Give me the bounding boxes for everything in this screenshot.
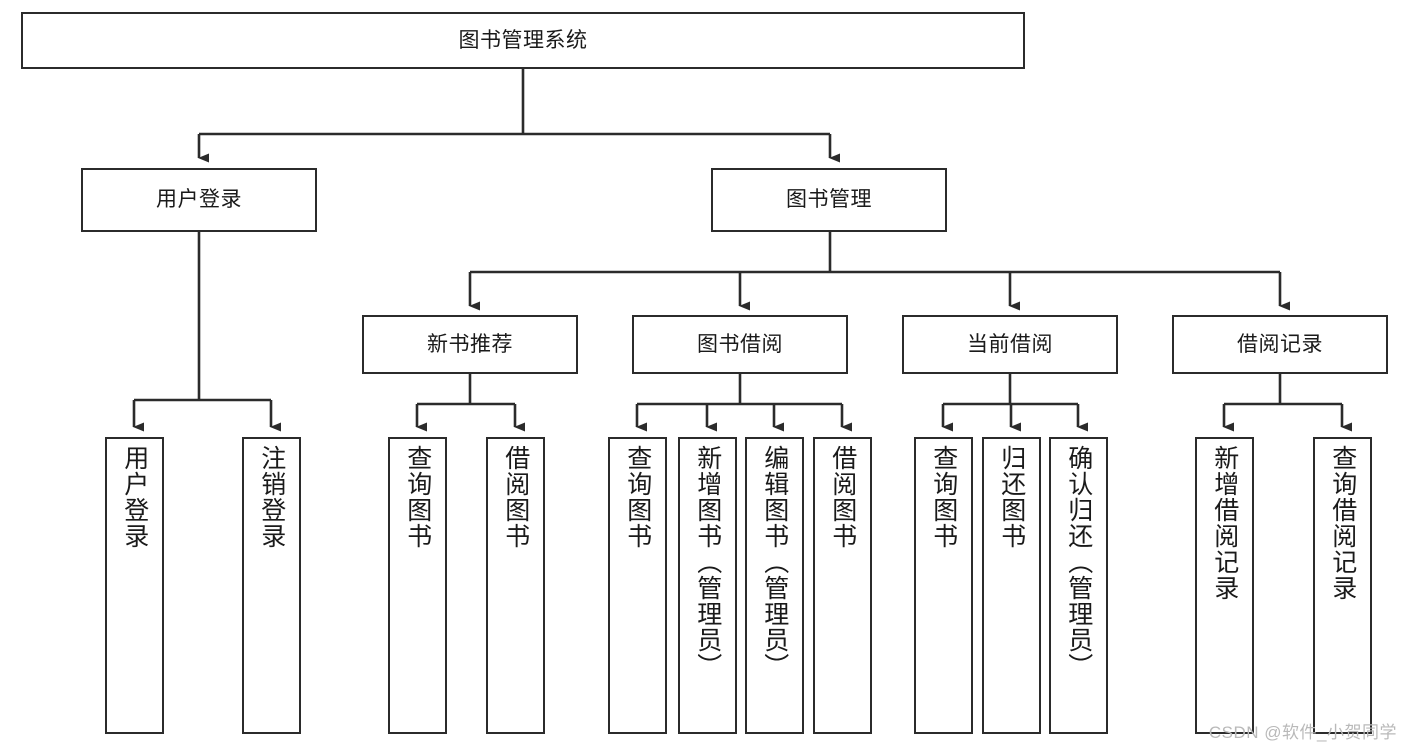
leaf-user-login-signout[interactable]: 注销登录 (242, 437, 301, 734)
leaf-new-book-query[interactable]: 查询图书 (388, 437, 447, 734)
node-borrow-record[interactable]: 借阅记录 (1172, 315, 1388, 374)
leaf-user-login-signin-label: 用户登录 (120, 445, 149, 549)
leaf-user-login-signin[interactable]: 用户登录 (105, 437, 164, 734)
node-current-borrow[interactable]: 当前借阅 (902, 315, 1118, 374)
leaf-book-borrow-borrow-label: 借阅图书 (828, 445, 857, 549)
leaf-current-borrow-return[interactable]: 归还图书 (982, 437, 1041, 734)
node-current-borrow-label: 当前借阅 (967, 332, 1053, 356)
node-root-book-management-system[interactable]: 图书管理系统 (21, 12, 1025, 69)
node-user-login[interactable]: 用户登录 (81, 168, 317, 232)
node-root-label: 图书管理系统 (458, 28, 588, 52)
leaf-book-borrow-query-label: 查询图书 (623, 445, 652, 549)
node-borrow-record-label: 借阅记录 (1237, 332, 1323, 356)
leaf-book-borrow-edit-label: 编辑图书（管理员） (760, 445, 789, 679)
leaf-borrow-record-add[interactable]: 新增借阅记录 (1195, 437, 1254, 734)
leaf-user-login-signout-label: 注销登录 (257, 445, 286, 549)
leaf-current-borrow-confirm-return-label: 确认归还（管理员） (1064, 445, 1093, 679)
leaf-borrow-record-add-label: 新增借阅记录 (1210, 445, 1239, 601)
node-new-book-recommend-label: 新书推荐 (427, 332, 513, 356)
leaf-book-borrow-add-label: 新增图书（管理员） (693, 445, 722, 679)
node-book-borrow-label: 图书借阅 (697, 332, 783, 356)
node-book-management[interactable]: 图书管理 (711, 168, 947, 232)
leaf-new-book-borrow[interactable]: 借阅图书 (486, 437, 545, 734)
node-book-borrow[interactable]: 图书借阅 (632, 315, 848, 374)
node-book-management-label: 图书管理 (786, 188, 872, 212)
leaf-current-borrow-query-label: 查询图书 (929, 445, 958, 549)
leaf-current-borrow-confirm-return[interactable]: 确认归还（管理员） (1049, 437, 1108, 734)
leaf-book-borrow-query[interactable]: 查询图书 (608, 437, 667, 734)
leaf-new-book-query-label: 查询图书 (403, 445, 432, 549)
node-user-login-label: 用户登录 (156, 188, 242, 212)
leaf-current-borrow-return-label: 归还图书 (997, 445, 1026, 549)
leaf-borrow-record-query-label: 查询借阅记录 (1328, 445, 1357, 601)
leaf-borrow-record-query[interactable]: 查询借阅记录 (1313, 437, 1372, 734)
leaf-book-borrow-add[interactable]: 新增图书（管理员） (678, 437, 737, 734)
leaf-current-borrow-query[interactable]: 查询图书 (914, 437, 973, 734)
leaf-book-borrow-edit[interactable]: 编辑图书（管理员） (745, 437, 804, 734)
leaf-new-book-borrow-label: 借阅图书 (501, 445, 530, 549)
node-new-book-recommend[interactable]: 新书推荐 (362, 315, 578, 374)
leaf-book-borrow-borrow[interactable]: 借阅图书 (813, 437, 872, 734)
